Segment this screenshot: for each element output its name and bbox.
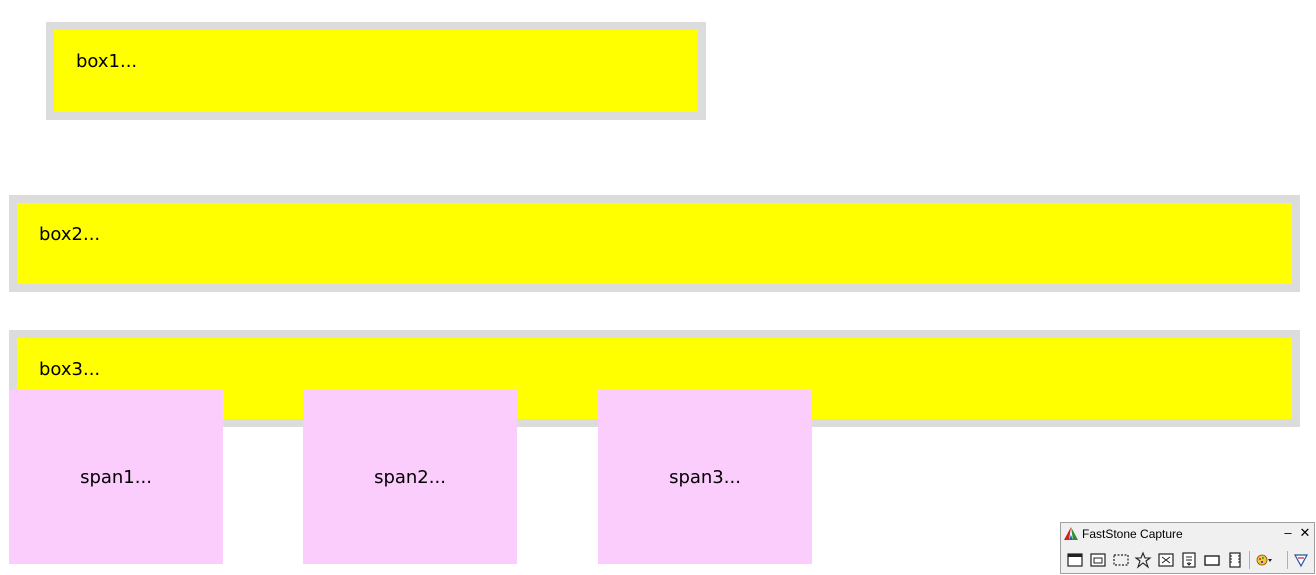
box3-label: box3... (39, 359, 101, 380)
capture-scrolling-window-icon[interactable] (1180, 551, 1198, 569)
capture-active-window-icon[interactable] (1066, 551, 1084, 569)
faststone-title: FastStone Capture (1082, 527, 1183, 541)
faststone-titlebar[interactable]: FastStone Capture – ✕ (1061, 523, 1314, 545)
capture-window-object-icon[interactable] (1089, 551, 1107, 569)
box2-label: box2... (39, 224, 101, 245)
span1-label: span1... (80, 466, 152, 488)
box1: box1... (46, 22, 706, 120)
box2: box2... (9, 195, 1300, 292)
faststone-capture-toolbar: FastStone Capture – ✕ (1060, 522, 1315, 574)
span2-label: span2... (374, 466, 446, 488)
capture-rectangular-region-icon[interactable] (1112, 551, 1130, 569)
span3-label: span3... (669, 466, 741, 488)
faststone-icon-row (1061, 548, 1314, 572)
minimize-button[interactable]: – (1284, 525, 1292, 540)
box1-label: box1... (76, 51, 138, 72)
screen-recorder-icon[interactable] (1226, 551, 1244, 569)
settings-menu-icon[interactable] (1292, 551, 1310, 569)
close-button[interactable]: ✕ (1299, 525, 1311, 540)
toolbar-separator (1287, 551, 1288, 569)
capture-freehand-region-icon[interactable] (1134, 551, 1152, 569)
faststone-logo-icon (1064, 527, 1078, 540)
span1: span1... (9, 390, 223, 564)
output-options-icon[interactable] (1255, 551, 1273, 569)
capture-full-screen-icon[interactable] (1157, 551, 1175, 569)
toolbar-separator (1249, 551, 1250, 569)
span2: span2... (303, 390, 517, 564)
span3: span3... (598, 390, 812, 564)
capture-fixed-region-icon[interactable] (1203, 551, 1221, 569)
